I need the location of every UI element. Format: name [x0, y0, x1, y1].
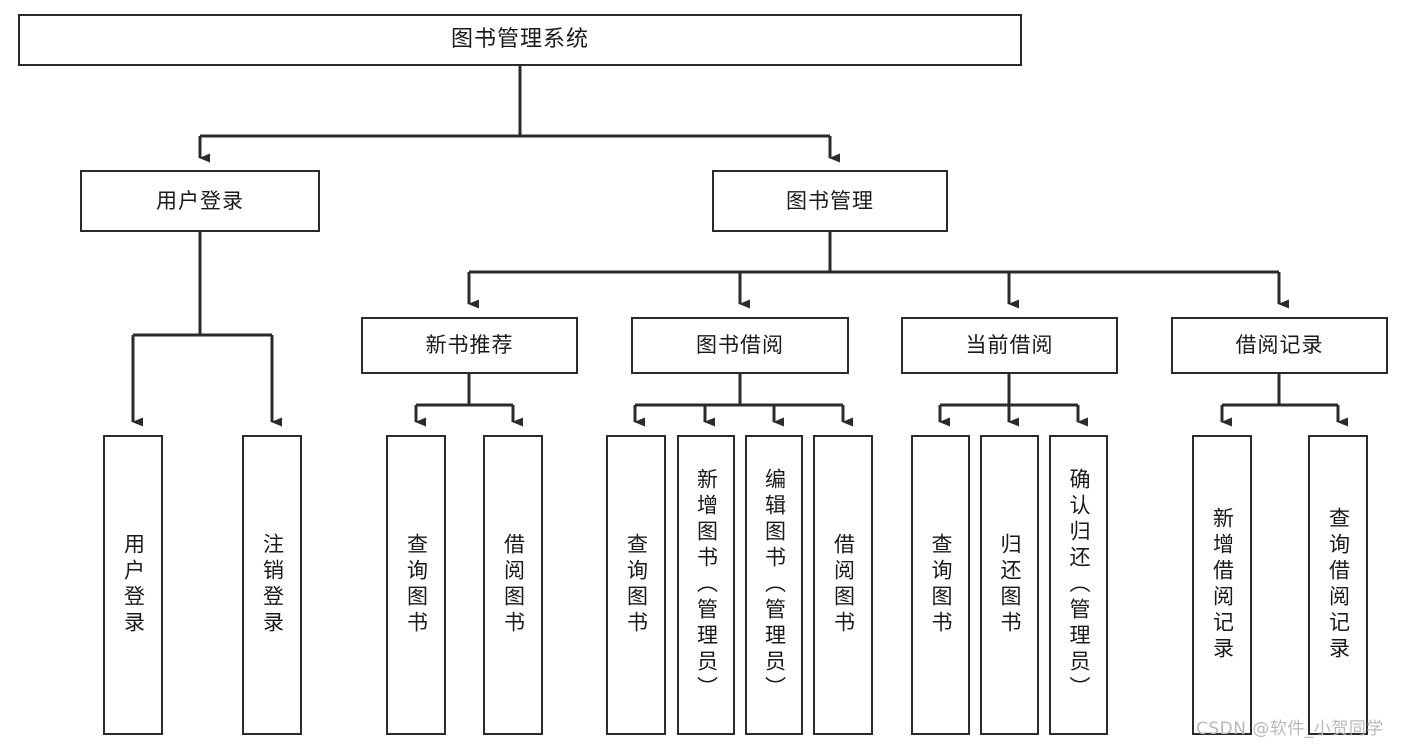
node-current-borrow-label: 当前借阅	[965, 333, 1054, 358]
node-leaf-query-book-1-label: 查询图书	[404, 533, 429, 637]
node-leaf-return-book-label: 归还图书	[998, 533, 1022, 637]
node-root[interactable]: 图书管理系统	[18, 14, 1022, 66]
node-leaf-confirm-return[interactable]: 确认归还（管理员）	[1049, 435, 1108, 735]
node-leaf-borrow-book-1-label: 借阅图书	[501, 533, 526, 637]
node-leaf-borrow-book-2[interactable]: 借阅图书	[813, 435, 873, 735]
node-leaf-add-book-label: 新增图书（管理员）	[694, 468, 719, 702]
node-leaf-query-record[interactable]: 查询借阅记录	[1308, 435, 1368, 735]
node-leaf-add-record[interactable]: 新增借阅记录	[1192, 435, 1252, 735]
node-leaf-user-login-label: 用户登录	[121, 533, 146, 637]
node-book-manage[interactable]: 图书管理	[712, 170, 948, 232]
node-borrow-record-label: 借阅记录	[1235, 333, 1324, 358]
node-leaf-add-record-label: 新增借阅记录	[1210, 507, 1235, 663]
node-current-borrow[interactable]: 当前借阅	[901, 317, 1118, 374]
node-new-book-recommend-label: 新书推荐	[425, 333, 514, 358]
csdn-watermark: CSDN @软件_小贺同学	[1196, 719, 1384, 739]
node-user-login[interactable]: 用户登录	[80, 170, 320, 232]
node-root-label: 图书管理系统	[450, 27, 589, 53]
node-leaf-confirm-return-label: 确认归还（管理员）	[1067, 468, 1091, 702]
node-leaf-query-book-2[interactable]: 查询图书	[606, 435, 666, 735]
node-borrow-record[interactable]: 借阅记录	[1171, 317, 1388, 374]
node-leaf-query-book-3-label: 查询图书	[929, 533, 953, 637]
node-leaf-edit-book[interactable]: 编辑图书（管理员）	[745, 435, 803, 735]
node-book-borrow-label: 图书借阅	[696, 333, 784, 358]
node-leaf-query-book-2-label: 查询图书	[624, 533, 649, 637]
node-new-book-recommend[interactable]: 新书推荐	[361, 317, 578, 374]
node-book-borrow[interactable]: 图书借阅	[631, 317, 849, 374]
node-leaf-user-login[interactable]: 用户登录	[103, 435, 163, 735]
node-user-login-label: 用户登录	[156, 188, 244, 213]
node-leaf-borrow-book-2-label: 借阅图书	[831, 533, 856, 637]
node-leaf-logout-login[interactable]: 注销登录	[242, 435, 302, 735]
node-leaf-edit-book-label: 编辑图书（管理员）	[762, 468, 787, 702]
node-leaf-query-book-1[interactable]: 查询图书	[386, 435, 446, 735]
node-leaf-add-book[interactable]: 新增图书（管理员）	[677, 435, 735, 735]
node-book-manage-label: 图书管理	[786, 188, 874, 213]
node-leaf-logout-login-label: 注销登录	[260, 533, 285, 637]
node-leaf-return-book[interactable]: 归还图书	[980, 435, 1039, 735]
node-leaf-query-book-3[interactable]: 查询图书	[911, 435, 970, 735]
node-leaf-query-record-label: 查询借阅记录	[1326, 507, 1351, 663]
node-leaf-borrow-book-1[interactable]: 借阅图书	[483, 435, 543, 735]
